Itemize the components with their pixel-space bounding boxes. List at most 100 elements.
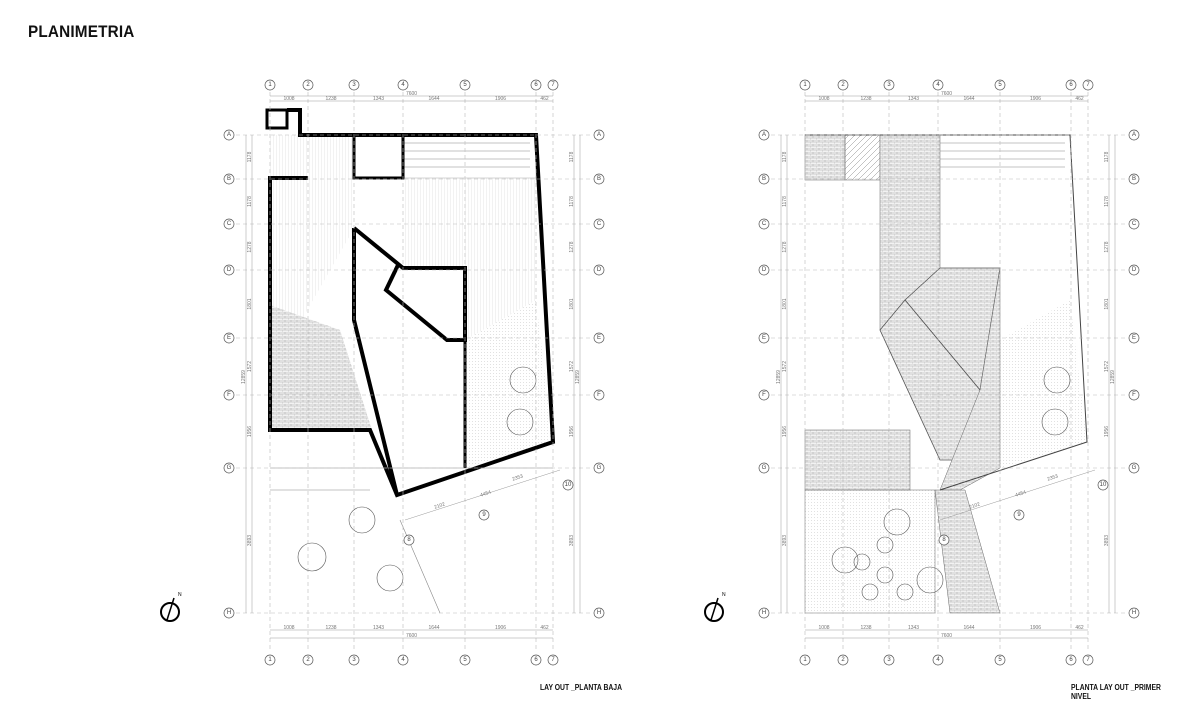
grid-bubble: [799, 654, 811, 666]
grid-column-label: 3: [352, 82, 356, 88]
dimension-label: 1008: [283, 96, 294, 102]
grid-bubble: [478, 509, 490, 521]
grid-bubble: [593, 129, 605, 141]
grid-column-label: 6: [534, 82, 538, 88]
grid-bubble: [883, 79, 895, 91]
grid-bubble: [758, 462, 770, 474]
page-title: PLANIMETRIA: [28, 22, 135, 41]
grid-bubble: [403, 534, 415, 546]
grid-row-label: G: [1132, 465, 1137, 471]
grid-bubble: [932, 79, 944, 91]
dimension-label: 1238: [860, 625, 871, 631]
dimension-label: 1572: [782, 361, 788, 372]
grid-column-label: 1: [803, 657, 807, 663]
diagonal-axis-label: 8: [407, 537, 411, 543]
grid-bubble: [223, 218, 235, 230]
grid-bubble: [223, 173, 235, 185]
grid-column-label: 4: [401, 657, 405, 663]
grid-bubble: [397, 654, 409, 666]
grid-bubble: [348, 654, 360, 666]
grid-bubble: [837, 79, 849, 91]
dimension-label: 1178: [569, 196, 575, 207]
grid-bubble: [397, 79, 409, 91]
dimension-label: 1801: [569, 298, 575, 309]
grid-bubble: [223, 129, 235, 141]
grid-row-label: F: [762, 392, 766, 398]
grid-row-label: C: [597, 221, 602, 227]
grid-row-label: G: [227, 465, 232, 471]
dimension-label: 1008: [283, 625, 294, 631]
dimension-label: 1906: [1030, 625, 1041, 631]
dimension-label: 1956: [1104, 426, 1110, 437]
trees: [297, 366, 537, 592]
dimension-label: 1278: [1104, 241, 1110, 252]
grid-row-label: G: [597, 465, 602, 471]
dimension-label: 3893: [569, 535, 575, 546]
dimension-label: 1178: [247, 196, 253, 207]
grid-bubble: [547, 654, 559, 666]
plan-caption-ground-floor: LAY OUT _PLANTA BAJA: [540, 683, 622, 692]
dimension-label: 1343: [908, 96, 919, 102]
grid-row-label: H: [227, 610, 231, 616]
grid-bubble: [758, 264, 770, 276]
grid-bubble: [799, 79, 811, 91]
dimension-label: 1008: [818, 96, 829, 102]
grid-bubble: [1128, 389, 1140, 401]
grid-column-label: 2: [306, 657, 310, 663]
grid-column-label: 1: [268, 82, 272, 88]
dimension-total: 7600: [406, 633, 417, 639]
grid-row-label: G: [762, 465, 767, 471]
dimension-total: 12859: [241, 370, 247, 384]
dimension-label: 1572: [1104, 361, 1110, 372]
north-arrow: N: [160, 592, 182, 622]
grid-column-label: 5: [998, 82, 1002, 88]
grid-bubble: [223, 389, 235, 401]
grid-row-label: E: [762, 335, 766, 341]
grid-bubble: [837, 654, 849, 666]
diagonal-axis-label: 10: [565, 482, 572, 488]
floor-fills: [804, 134, 1087, 614]
grid-bubble: [223, 332, 235, 344]
grid-row-label: F: [597, 392, 601, 398]
dimension-label: 462: [540, 96, 549, 102]
grid-bubble: [459, 654, 471, 666]
dimension-total: 7600: [406, 91, 417, 97]
plan-caption-first-floor: PLANTA LAY OUT _PRIMER NIVEL: [1071, 683, 1161, 701]
grid-row-label: C: [1132, 221, 1137, 227]
dimension-label: 1343: [373, 625, 384, 631]
grid-bubble: [758, 218, 770, 230]
dimension-total: 12859: [1110, 370, 1116, 384]
grid-column-label: 2: [306, 82, 310, 88]
dimension-label: 1178: [1104, 151, 1110, 162]
grid-column-label: 1: [803, 82, 807, 88]
dimension-label: 1801: [782, 298, 788, 309]
grid-bubble: [994, 654, 1006, 666]
grid-row-label: F: [227, 392, 231, 398]
grid-row-label: H: [762, 610, 766, 616]
dimension-label: 1644: [963, 625, 974, 631]
dimension-label: 1278: [247, 241, 253, 252]
grid-bubble: [1128, 218, 1140, 230]
dimension-label: 1343: [908, 625, 919, 631]
grid-bubble: [938, 534, 950, 546]
grid-bubble: [593, 218, 605, 230]
north-label: N: [178, 592, 182, 598]
dimension-label: 1178: [569, 151, 575, 162]
grid-column-label: 2: [841, 82, 845, 88]
grid-row-label: A: [762, 132, 766, 138]
dimension-label: 1238: [325, 96, 336, 102]
dimension-label: 1644: [963, 96, 974, 102]
grid-column-label: 5: [463, 657, 467, 663]
dimension-label: 1644: [428, 96, 439, 102]
diagonal-axis-label: 10: [1100, 482, 1107, 488]
grid-row-label: D: [227, 267, 232, 273]
dimension-label: 1278: [569, 241, 575, 252]
grid-bubble: [1097, 479, 1109, 491]
grid-bubble: [547, 79, 559, 91]
grid-bubble: [223, 462, 235, 474]
diagonal-axis-label: 9: [1017, 512, 1021, 518]
grid-bubble: [1128, 607, 1140, 619]
grid-row-label: E: [1132, 335, 1136, 341]
dimension-total: 7600: [941, 633, 952, 639]
